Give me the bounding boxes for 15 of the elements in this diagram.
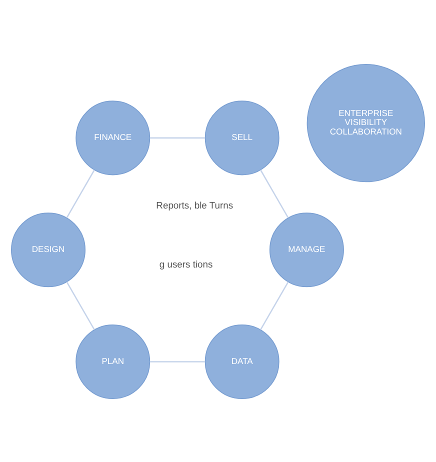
connector xyxy=(150,360,206,362)
connector xyxy=(260,281,289,330)
node-circle: FINANCE xyxy=(76,100,150,175)
label: g users tions xyxy=(159,258,213,270)
label: Reports, ble Turns xyxy=(156,199,234,210)
node-circle: MANAGE xyxy=(269,212,344,287)
connector xyxy=(260,169,289,218)
node-circle: DESIGN xyxy=(11,212,86,287)
connector xyxy=(66,281,95,330)
connector xyxy=(66,169,95,218)
node-circle: SELL xyxy=(204,100,280,175)
node-circle: PLAN xyxy=(76,324,150,398)
node-circle: ENTERPRISE VISIBILITY COLLABORATION xyxy=(306,64,425,182)
node-circle: DATA xyxy=(204,324,280,398)
connector xyxy=(150,136,206,138)
